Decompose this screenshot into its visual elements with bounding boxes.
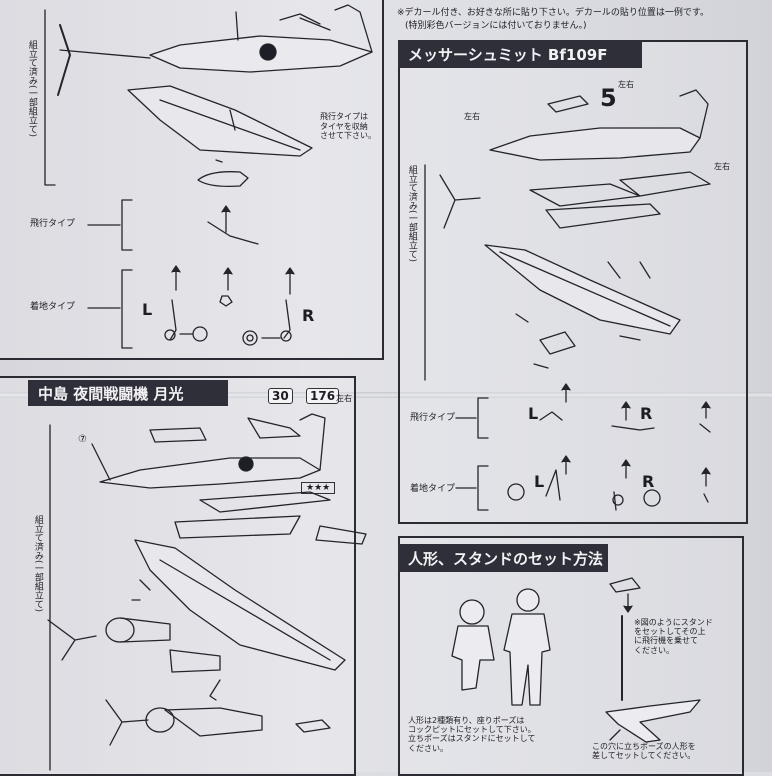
zero-brackets (44, 9, 133, 349)
zero-left-marker: L (142, 300, 153, 319)
bf109-left-right-1: 左右 (618, 80, 634, 89)
bf109-gear-parts (455, 383, 711, 511)
bf109-assembled-label: 組立て済み(一部組立て) (406, 165, 417, 263)
stand-note: ※図のようにスタンド をセットしてその上 に飛行機を乗せて ください。 (634, 618, 713, 655)
gekko-left-right-label: 左右 (336, 394, 352, 403)
bf109-decal-5: 5 (600, 84, 617, 112)
bf109-left-right-3: 左右 (714, 162, 730, 171)
gekko-callout-7: ⑦ (78, 434, 87, 445)
zero-flight-note: 飛行タイプは タイヤを収納 させて下さい。 (320, 112, 376, 141)
bf109-flight-type-label: 飛行タイプ (410, 413, 456, 423)
gekko-stars-decal: ★★★ (301, 482, 336, 495)
decal-note-line1: ※デカール付き、お好きな所に貼り下さい。デカールの貼り位置は一例です。 (397, 8, 710, 18)
gekko-assembled-label: 組立て済み(一部組立て) (32, 515, 43, 613)
gekko-title: 中島 夜間戦闘機 月光 (28, 380, 228, 406)
zero-flight-type-label: 飛行タイプ (30, 219, 76, 229)
figure-drawings (451, 577, 701, 743)
stand-hole-note: この穴に立ちポーズの人形を 差してセットしてください。 (592, 742, 696, 761)
paper-fold (0, 392, 772, 398)
zero-landing-type-label: 着地タイプ (30, 302, 76, 312)
figure-stand-title: 人形、スタンドのセット方法 (398, 544, 608, 572)
zero-gear-parts (164, 205, 295, 346)
zero-aircraft-drawing (57, 4, 373, 188)
bf109-right-marker-2: R (642, 472, 655, 491)
decal-30-badge: 30 (268, 388, 293, 404)
bf109-title: メッサーシュミット Bf109F (398, 40, 642, 68)
gekko-aircraft-drawing (47, 413, 367, 771)
bf109-left-marker-2: L (534, 472, 545, 491)
bf109-left-right-2: 左右 (464, 112, 480, 121)
figure-note: 人形は2種類有り、座りポーズは コックピットにセットして下さい。 立ちポーズはス… (408, 716, 536, 753)
bf109-landing-type-label: 着地タイプ (410, 484, 456, 494)
decal-176-badge: 176 (306, 388, 340, 404)
bf109-right-marker-1: R (640, 404, 653, 423)
decal-note-line2: (特別彩色バージョンには付いておりません。) (405, 21, 587, 31)
bf109-left-marker-1: L (528, 404, 539, 423)
zero-assembled-label: 組立て済み(一部組立て) (26, 40, 37, 138)
bf109-aircraft-drawing (424, 89, 711, 381)
zero-right-marker: R (302, 306, 315, 325)
